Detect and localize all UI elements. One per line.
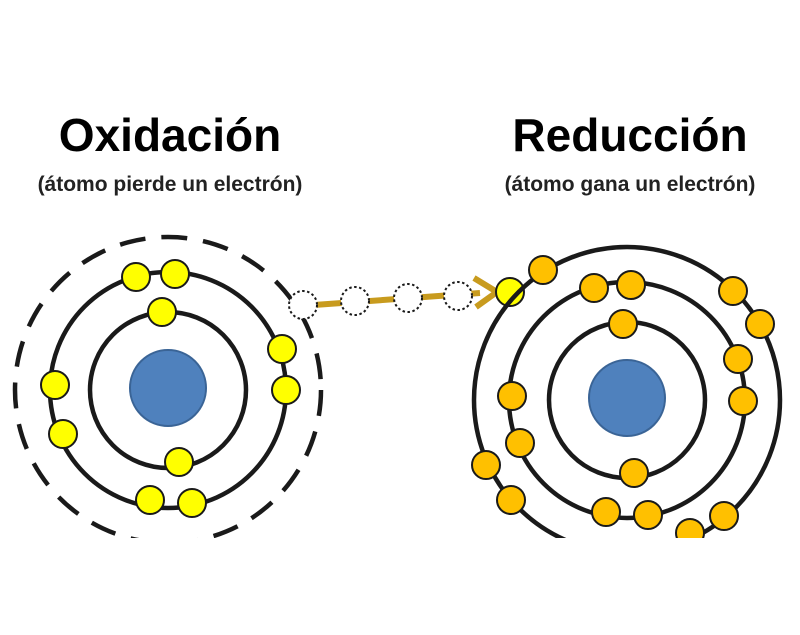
left-electron	[121, 262, 151, 292]
right-electron	[616, 270, 646, 300]
left-nucleus	[129, 349, 207, 427]
electron-trail-ghost	[340, 286, 370, 316]
left-electron	[164, 447, 194, 477]
right-electron	[496, 485, 526, 515]
right-electron	[709, 501, 739, 531]
right-electron	[471, 450, 501, 480]
left-electron	[147, 297, 177, 327]
reduction-title: Reducción	[512, 109, 748, 161]
left-outer-dashed-shell	[12, 234, 324, 538]
right-electron	[723, 344, 753, 374]
right-electron	[608, 309, 638, 339]
right-electron	[579, 273, 609, 303]
electron-trail-ghost	[393, 283, 423, 313]
left-electron	[177, 488, 207, 518]
right-electron	[528, 255, 558, 285]
right-outer-shell	[471, 244, 783, 538]
left-electron	[135, 485, 165, 515]
right-electron	[745, 309, 775, 339]
reduction-atom	[471, 244, 783, 538]
right-electron	[633, 500, 663, 530]
oxidation-subtitle: (átomo pierde un electrón)	[37, 173, 303, 196]
right-nucleus	[588, 359, 666, 437]
electron-trail-ghost	[443, 281, 473, 311]
electron-transfer-arrow	[288, 275, 525, 320]
reduction-subtitle: (átomo gana un electrón)	[504, 173, 756, 196]
oxidation-atom	[12, 234, 324, 538]
electron-trail-ghost	[288, 290, 318, 320]
left-electron	[48, 419, 78, 449]
left-electron	[40, 370, 70, 400]
oxidation-title: Oxidación	[58, 109, 282, 161]
right-electron	[497, 381, 527, 411]
left-electron	[160, 259, 190, 289]
right-electron	[591, 497, 621, 527]
left-electron	[267, 334, 297, 364]
right-electron	[675, 518, 705, 538]
left-electron	[271, 375, 301, 405]
right-electron	[718, 276, 748, 306]
right-electron	[505, 428, 535, 458]
transferred-electron	[495, 277, 525, 307]
right-electron	[619, 458, 649, 488]
right-electron	[728, 386, 758, 416]
